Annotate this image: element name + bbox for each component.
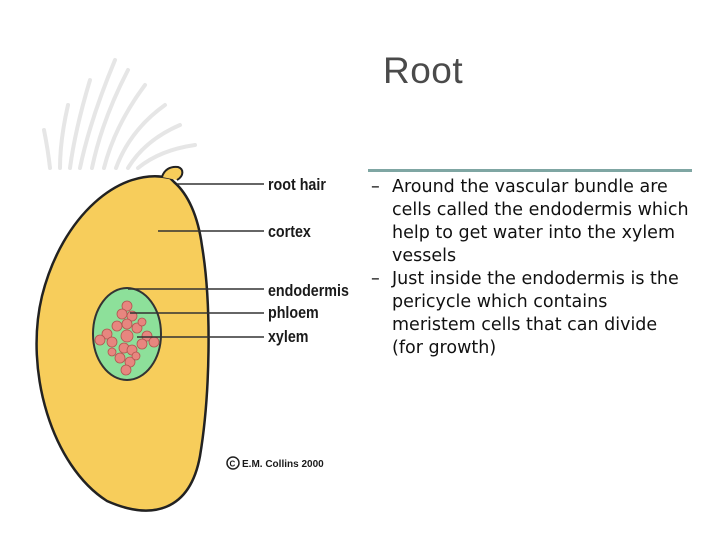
label-phloem: phloem — [268, 304, 319, 322]
bullet-text: Just inside the endodermis is the pericy… — [392, 269, 679, 358]
bullet-marker: – — [371, 177, 380, 197]
label-endodermis: endodermis — [268, 282, 349, 300]
xylem-phloem-star — [94, 300, 160, 376]
bullet-item: – Around the vascular bundle are cells c… — [371, 176, 691, 268]
bullet-marker: – — [371, 269, 380, 289]
label-cortex: cortex — [268, 223, 311, 241]
credit-text: E.M. Collins 2000 — [242, 459, 324, 470]
title-divider — [368, 169, 692, 172]
root-cross-section-diagram: root hair cortex endodermis phloem xylem… — [35, 165, 349, 512]
bullet-list: – Around the vascular bundle are cells c… — [371, 176, 691, 360]
svg-text:C: C — [230, 460, 236, 469]
grass-watermark — [42, 58, 197, 170]
label-xylem: xylem — [268, 328, 308, 346]
slide-title: Root — [383, 50, 464, 91]
copyright-credit: C E.M. Collins 2000 — [226, 456, 324, 470]
label-root-hair: root hair — [268, 176, 326, 194]
root-hair-outline — [161, 165, 184, 181]
bullet-text: Around the vascular bundle are cells cal… — [392, 177, 689, 266]
bullet-item: – Just inside the endodermis is the peri… — [371, 268, 691, 360]
copyright-icon — [226, 456, 240, 470]
